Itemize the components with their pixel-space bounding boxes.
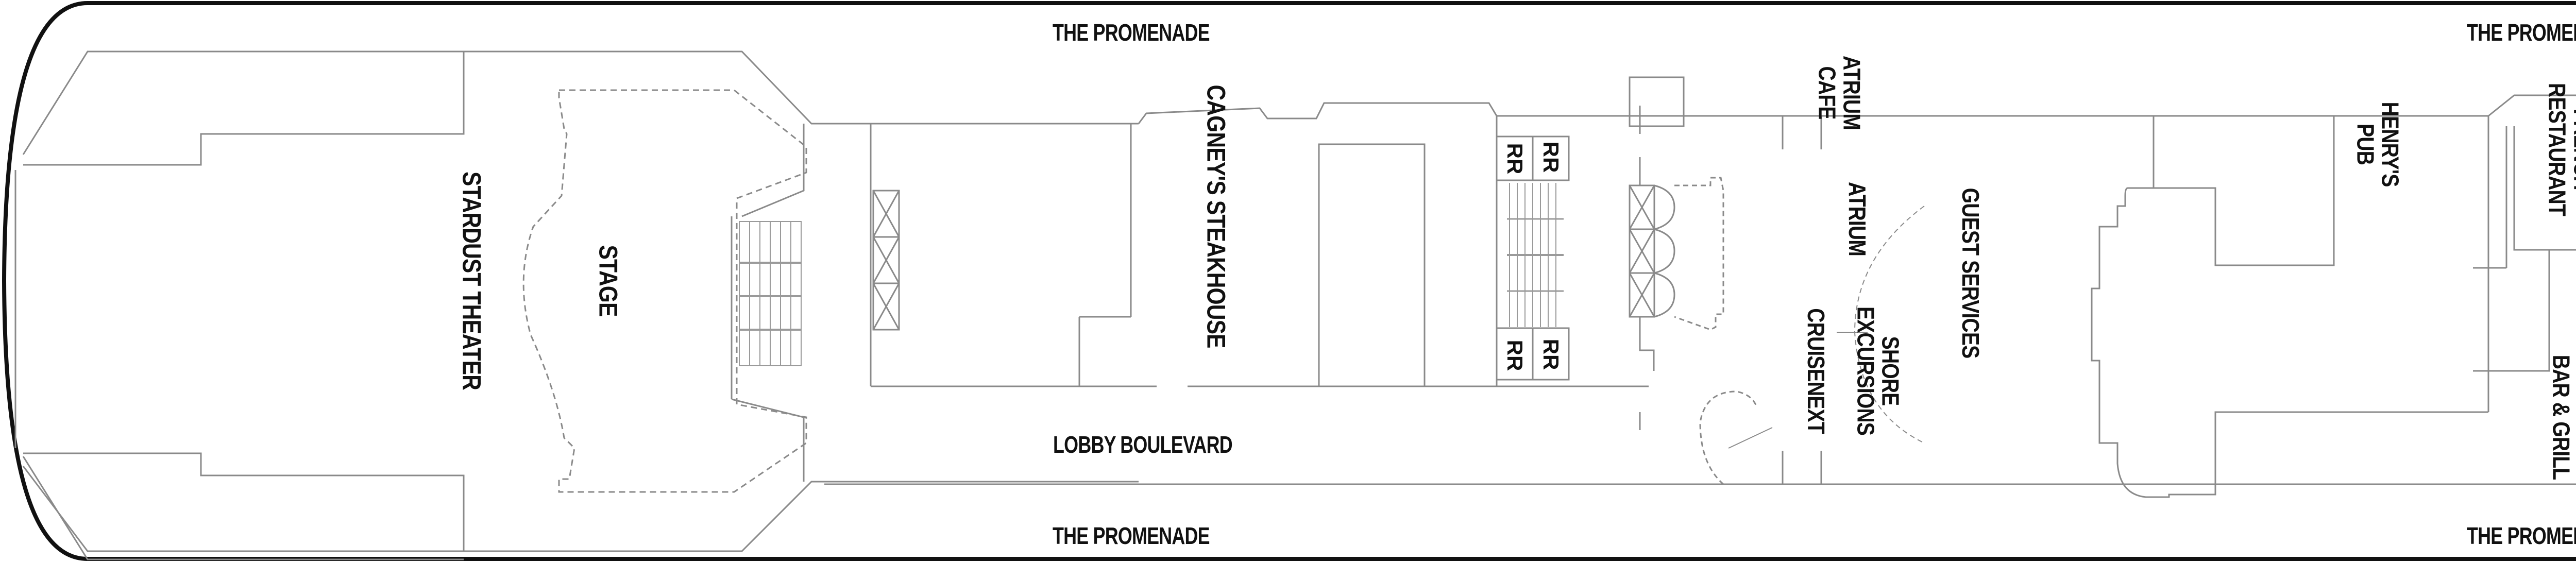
label-promenade-bottom-right: THE PROMENADE [2466,522,2576,549]
label-guest-services[interactable]: GUEST SERVICES [1957,188,1985,359]
label-le-bistro[interactable]: LE BISTROFRENCHRESTAURANT [2544,83,2576,216]
label-promenade-bottom-left: THE PROMENADE [1052,522,1210,549]
atrium-elevators [1629,76,1822,484]
label-stardust-theater[interactable]: STARDUST THEATER [457,172,486,390]
label-lobby-boulevard: LOBBY BOULEVARD [1053,431,1233,458]
aft-elevators [872,190,900,331]
label-stage: STAGE [594,245,623,317]
label-promenade-top-left: THE PROMENADE [1052,19,1210,46]
label-promenade-top-right: THE PROMENADE [2466,19,2576,46]
restroom-aft-top-left: RR [1503,143,1527,175]
label-cruisenext[interactable]: CRUISENEXT [1803,308,1830,434]
label-atrium: ATRIUM [1844,181,1871,257]
restroom-aft-top-right: RR [1539,141,1563,173]
stage-outline [522,89,807,493]
restroom-aft-bottom-right: RR [1539,338,1563,370]
restroom-aft-bottom-left: RR [1503,339,1527,371]
label-cagneys-steakhouse[interactable]: CAGNEY'S STEAKHOUSE [1201,84,1231,348]
